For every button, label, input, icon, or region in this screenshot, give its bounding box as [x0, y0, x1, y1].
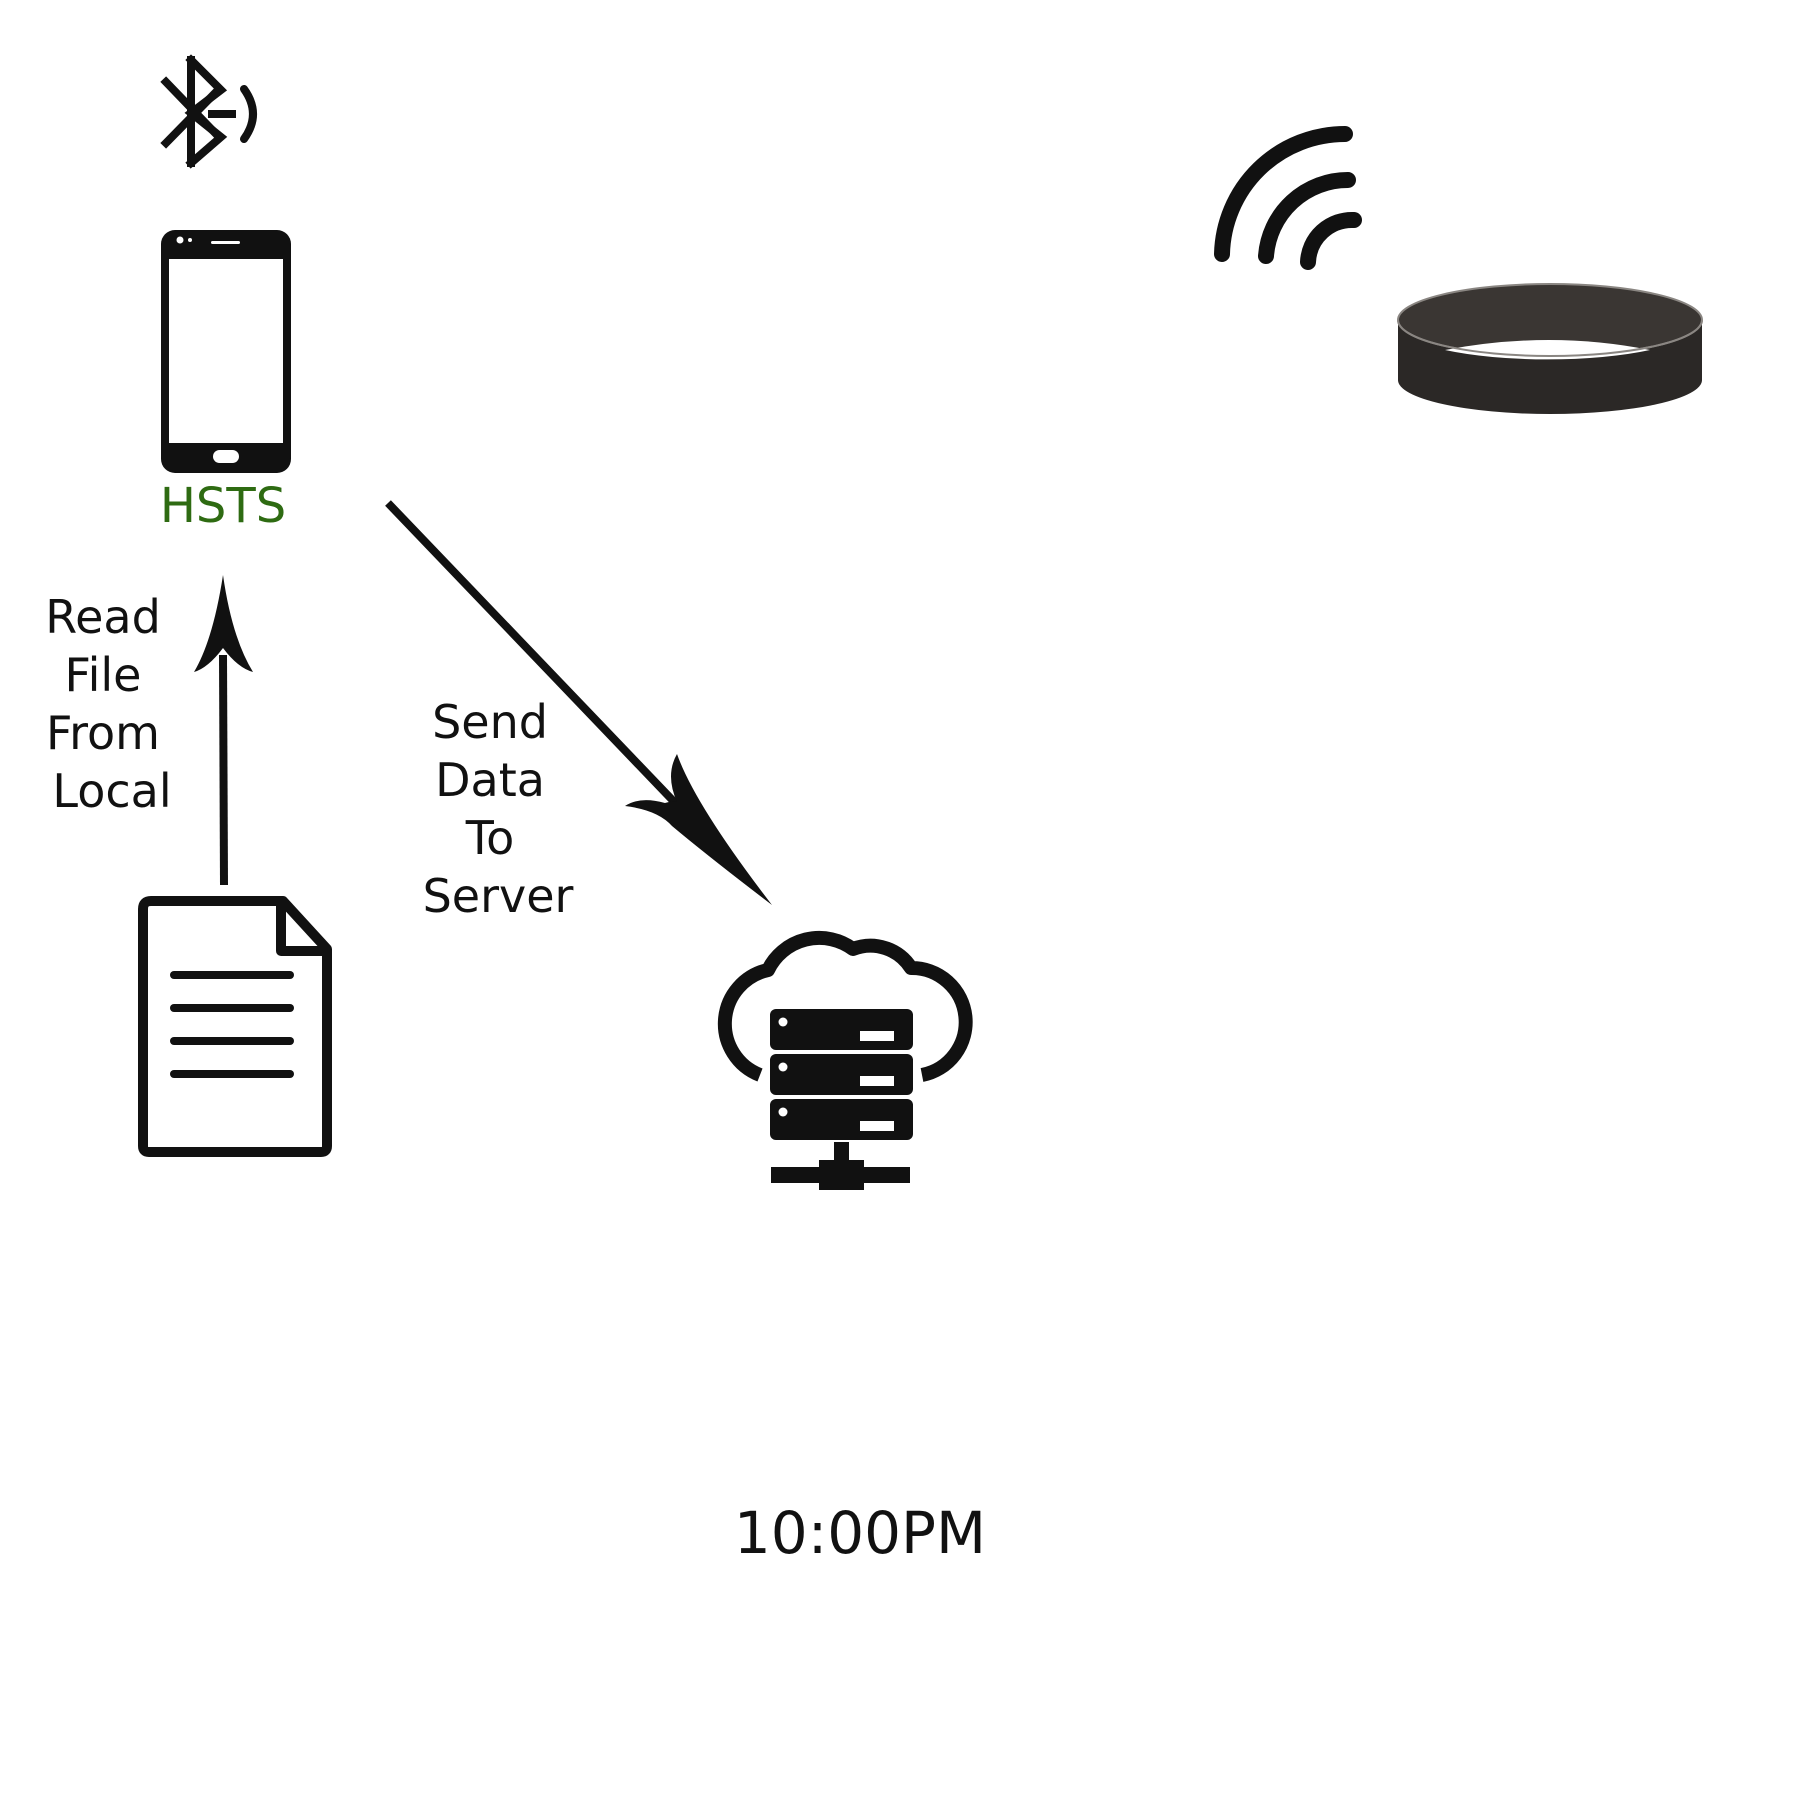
- cloud-server-icon: [717, 930, 973, 1190]
- read-file-arrow: [194, 575, 253, 886]
- send-data-label-line: Server: [423, 869, 574, 923]
- time-label: 10:00PM: [734, 1499, 986, 1567]
- read-file-label-line: Local: [52, 764, 171, 818]
- send-data-label-line: To: [465, 811, 514, 865]
- phone-app-label: HSTS: [160, 478, 286, 534]
- document-icon: [138, 896, 332, 1157]
- read-file-label-line: From: [46, 706, 160, 760]
- read-file-label-line: Read: [45, 590, 161, 644]
- bluetooth-icon: [160, 54, 257, 169]
- send-data-label-line: Data: [435, 753, 545, 807]
- send-data-label-line: Send: [432, 695, 548, 749]
- send-data-arrow: [385, 500, 772, 905]
- read-file-label: Read File From Local: [45, 590, 171, 818]
- send-data-label: Send Data To Server: [423, 695, 574, 923]
- wireless-signal-icon: [1214, 126, 1362, 270]
- wristband-icon: [1397, 283, 1703, 414]
- read-file-label-line: File: [65, 648, 142, 702]
- smartphone-icon: [161, 230, 291, 473]
